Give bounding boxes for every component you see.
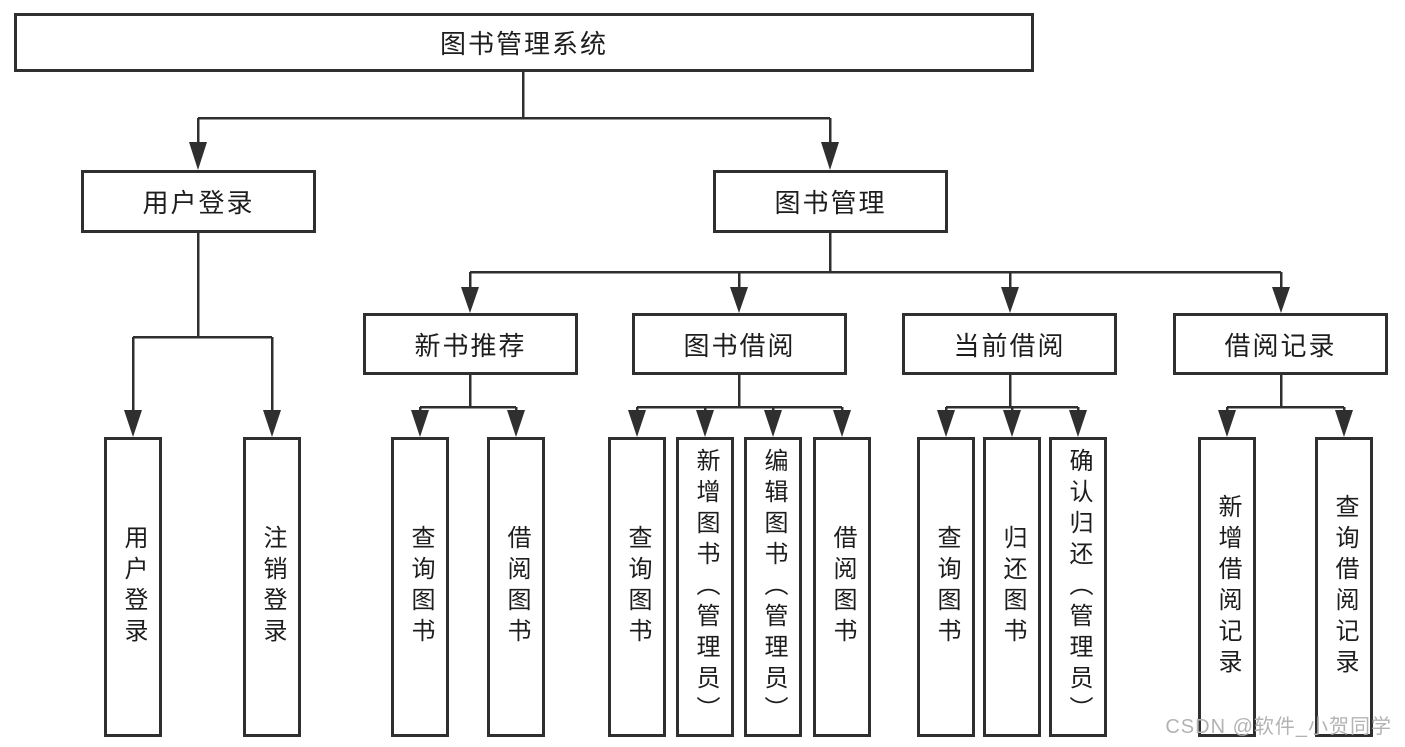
leaf-label: 新增图书（管理员）	[692, 447, 719, 727]
leaf-label: 确认归还（管理员）	[1065, 447, 1092, 727]
node-book-management: 图书管理	[713, 170, 948, 233]
node-label: 当前借阅	[953, 330, 1066, 361]
node-borrowing-records: 借阅记录	[1173, 313, 1388, 375]
leaf-edit-book-admin: 编辑图书（管理员）	[744, 437, 802, 737]
node-label: 图书管理系统	[439, 29, 608, 59]
leaf-label: 借阅图书	[829, 525, 856, 649]
leaf-return-books: 归还图书	[983, 437, 1041, 737]
leaf-label: 查询图书	[624, 525, 651, 649]
node-book-borrowing: 图书借阅	[632, 313, 847, 375]
connector-book-borrow-children	[628, 375, 851, 437]
leaf-query-books-current: 查询图书	[917, 437, 975, 737]
leaf-label: 查询借阅记录	[1331, 494, 1358, 680]
leaf-confirm-return-admin: 确认归还（管理员）	[1049, 437, 1107, 737]
csdn-watermark: CSDN @软件_小贺同学	[1165, 716, 1392, 738]
leaf-borrow-books-recommend: 借阅图书	[487, 437, 545, 737]
leaf-borrow-books: 借阅图书	[813, 437, 871, 737]
leaf-query-borrow-record: 查询借阅记录	[1315, 437, 1373, 737]
node-current-borrowing: 当前借阅	[902, 313, 1117, 375]
leaf-label: 归还图书	[999, 525, 1026, 649]
leaf-label: 新增借阅记录	[1214, 494, 1241, 680]
leaf-query-books-recommend: 查询图书	[391, 437, 449, 737]
leaf-label: 用户登录	[120, 525, 147, 649]
node-label: 图书管理	[774, 188, 887, 218]
connector-current-borrow-children	[937, 375, 1087, 437]
leaf-label: 查询图书	[933, 525, 960, 649]
node-label: 图书借阅	[683, 330, 796, 361]
connector-borrow-record-children	[1218, 375, 1353, 437]
connector-root-to-level1	[189, 72, 839, 170]
node-label: 借阅记录	[1224, 330, 1337, 361]
node-label: 新书推荐	[414, 330, 527, 361]
node-user-login: 用户登录	[81, 170, 316, 233]
leaf-label: 编辑图书（管理员）	[760, 447, 787, 727]
connector-new-book-children	[411, 375, 525, 437]
connector-book-management-children	[461, 233, 1290, 313]
leaf-label: 借阅图书	[503, 525, 530, 649]
node-library-management-system: 图书管理系统	[14, 13, 1034, 72]
leaf-add-book-admin: 新增图书（管理员）	[676, 437, 734, 737]
leaf-logout: 注销登录	[243, 437, 301, 737]
connector-user-login-children	[124, 233, 281, 437]
node-new-book-recommendation: 新书推荐	[363, 313, 578, 375]
node-label: 用户登录	[142, 188, 255, 218]
leaf-label: 注销登录	[259, 525, 286, 649]
leaf-query-books-borrow: 查询图书	[608, 437, 666, 737]
leaf-label: 查询图书	[407, 525, 434, 649]
leaf-add-borrow-record: 新增借阅记录	[1198, 437, 1256, 737]
leaf-user-login: 用户登录	[104, 437, 162, 737]
